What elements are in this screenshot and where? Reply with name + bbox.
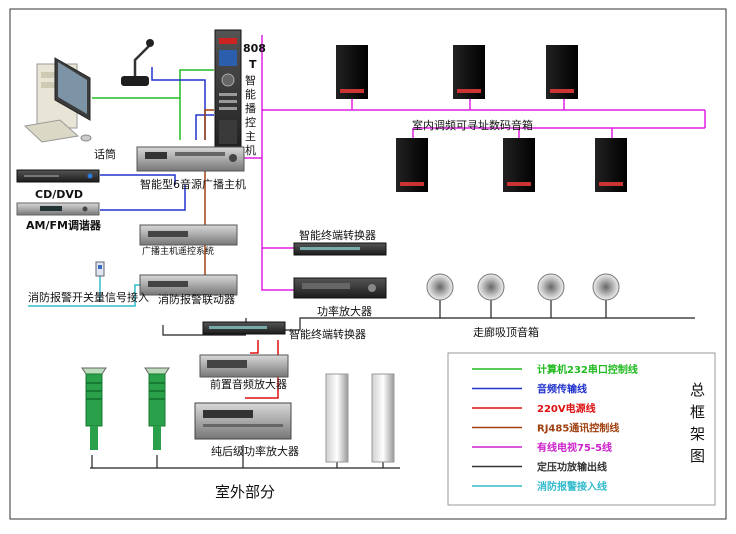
serial-line [92,97,181,140]
legend-title-char: 总 [690,381,705,399]
amfm-label: AM/FM调谐器 [26,218,102,232]
amfm-tuner [16,202,100,216]
post-amp-label: 纯后级功率放大器 [211,444,299,458]
svg-text:机: 机 [245,143,256,157]
main-host-rack [136,146,245,172]
indoor-speaker [396,138,428,192]
column-speaker [371,373,395,463]
fire-link-label: 消防报警联动器 [158,292,235,306]
power-amp-rack [293,277,387,299]
ceiling-speaker [592,273,620,301]
lawn-speaker [81,367,107,450]
ceiling-speaker [477,273,505,301]
converter-2-label: 智能终端转换器 [289,327,366,341]
svg-text:主: 主 [245,130,256,143]
corridor-label: 走廊吸顶音箱 [473,325,539,339]
ceiling-speakers [426,273,620,301]
cd-dvd-label: CD/DVD [35,188,83,201]
svg-text:控: 控 [245,115,256,129]
mic-label: 话筒 [94,147,116,161]
legend-label: RJ485通讯控制线 [537,422,619,435]
legend-label: 有线电视75-5线 [537,441,612,454]
remote-system-rack [139,224,238,246]
svg-text:能: 能 [245,87,256,101]
power-amp-label: 功率放大器 [317,304,372,318]
legend-title-char: 图 [690,447,705,465]
computer-icon [23,57,92,143]
indoor-speaker [595,138,627,192]
svg-text:T: T [249,58,257,71]
diagram-frame [9,8,727,520]
pre-amp-rack [199,354,289,378]
svg-text:808: 808 [243,42,266,55]
cd-dvd-player [16,169,100,183]
legend-label: 220V电源线 [537,402,596,415]
808t-host-icon [214,29,242,159]
svg-text:播: 播 [245,101,256,115]
legend-label: 消防报警接入线 [537,480,607,493]
column-speaker [325,373,349,463]
fire-switch-icon [95,261,105,277]
ceiling-speaker [537,273,565,301]
remote-label: 广播主机遥控系统 [142,245,214,257]
fire-input-label: 消防报警开关量信号接入 [28,290,149,304]
main-host-label: 智能型6音源广播主机 [140,177,246,191]
legend-title-char: 框 [690,403,705,421]
lawn-speaker [144,367,170,450]
converter-1-rack [293,242,387,256]
outdoor-label: 室外部分 [215,483,275,501]
ceiling-speaker [426,273,454,301]
indoor-speaker [336,45,368,99]
host-vertical-label: 808 T 智 能 播 控 主 机 [243,42,266,157]
legend-label: 音频传输线 [537,383,587,396]
fire-link-rack [139,274,238,296]
indoor-speaker [453,45,485,99]
microphone-icon [121,39,154,86]
converter-2-rack [202,321,286,335]
converter-1-label: 智能终端转换器 [299,228,376,242]
indoor-speakers [336,45,627,192]
post-amp-rack [194,402,292,440]
legend-label: 定压功放输出线 [537,461,607,474]
svg-text:智: 智 [245,73,256,87]
rj485-lines [204,109,214,275]
indoor-speaker [503,138,535,192]
legend-title-char: 架 [690,425,705,443]
legend-label: 计算机232串口控制线 [537,363,638,376]
pre-amp-label: 前置音频放大器 [210,377,287,391]
indoor-speaker [546,45,578,99]
indoor-speakers-label: 室内调频可寻址数码音箱 [412,118,533,132]
